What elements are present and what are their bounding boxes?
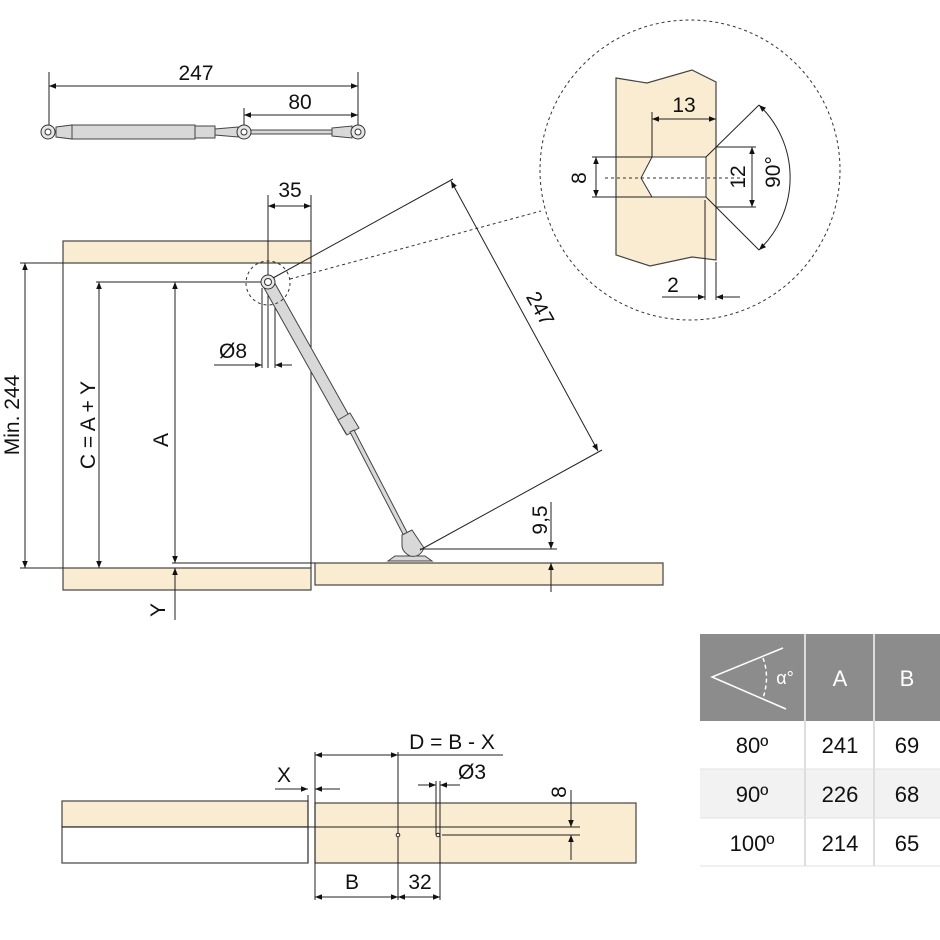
angle-symbol: α° xyxy=(776,668,794,688)
table-cell: 69 xyxy=(895,733,919,758)
hole-detail-view: 13 8 12 90° 2 xyxy=(539,19,841,321)
table-cell: 68 xyxy=(895,782,919,807)
strut-length-diagonal-label: 247 xyxy=(521,288,558,330)
spacing-32-label: 32 xyxy=(408,871,431,894)
table-cell: 90º xyxy=(736,782,769,807)
drilling-top-view: D = B - X X Ø3 8 B 32 xyxy=(61,731,637,900)
angle-dimension-table: α° A B 80º 241 69 90º 226 68 100º 214 65 xyxy=(700,634,940,867)
table-cell: 100º xyxy=(730,831,775,856)
angle-90-label: 90° xyxy=(762,156,785,188)
column-header-b: B xyxy=(900,666,915,691)
table-cell: 214 xyxy=(822,831,859,856)
table-cell: 226 xyxy=(822,782,859,807)
table-row: 100º 214 65 xyxy=(730,831,920,856)
edge-offset-2-label: 2 xyxy=(667,274,679,297)
countersink-12-label: 12 xyxy=(727,165,750,188)
table-cell: 241 xyxy=(822,733,859,758)
hole-diameter-3-label: Ø3 xyxy=(458,761,486,784)
a-label: A xyxy=(150,433,173,447)
c-formula-label: C = A + Y xyxy=(77,381,100,469)
column-header-a: A xyxy=(833,666,848,691)
base-height-label: 9,5 xyxy=(529,505,552,534)
depth-13-label: 13 xyxy=(672,94,695,117)
offset-35-label: 35 xyxy=(278,179,301,202)
top-panel xyxy=(62,240,312,264)
detail-callout-circle xyxy=(245,260,291,306)
bottom-panel xyxy=(62,567,312,591)
table-cell: 80º xyxy=(736,733,769,758)
gas-strut xyxy=(260,274,434,562)
hole-diameter-8-label: 8 xyxy=(568,172,591,184)
hole-offset-8-label: 8 xyxy=(548,786,571,798)
b-label: B xyxy=(345,871,359,894)
pivot-diameter-label: Ø8 xyxy=(219,340,247,363)
strut-length-label: 247 xyxy=(178,62,213,85)
strut-side-view: 247 80 xyxy=(40,62,366,140)
table-row: 80º 241 69 xyxy=(736,733,920,758)
min-height-label: Min. 244 xyxy=(1,374,24,455)
d-formula-label: D = B - X xyxy=(409,731,495,754)
table-row: 90º 226 68 xyxy=(736,782,920,807)
cabinet-section-view: Min. 244 C = A + Y A Y 35 Ø8 xyxy=(1,178,664,620)
y-label: Y xyxy=(147,603,170,617)
strut-stroke-label: 80 xyxy=(288,91,311,114)
x-label: X xyxy=(277,764,291,787)
angle-icon xyxy=(710,647,787,710)
table-cell: 65 xyxy=(895,831,919,856)
flap-panel xyxy=(314,562,664,586)
